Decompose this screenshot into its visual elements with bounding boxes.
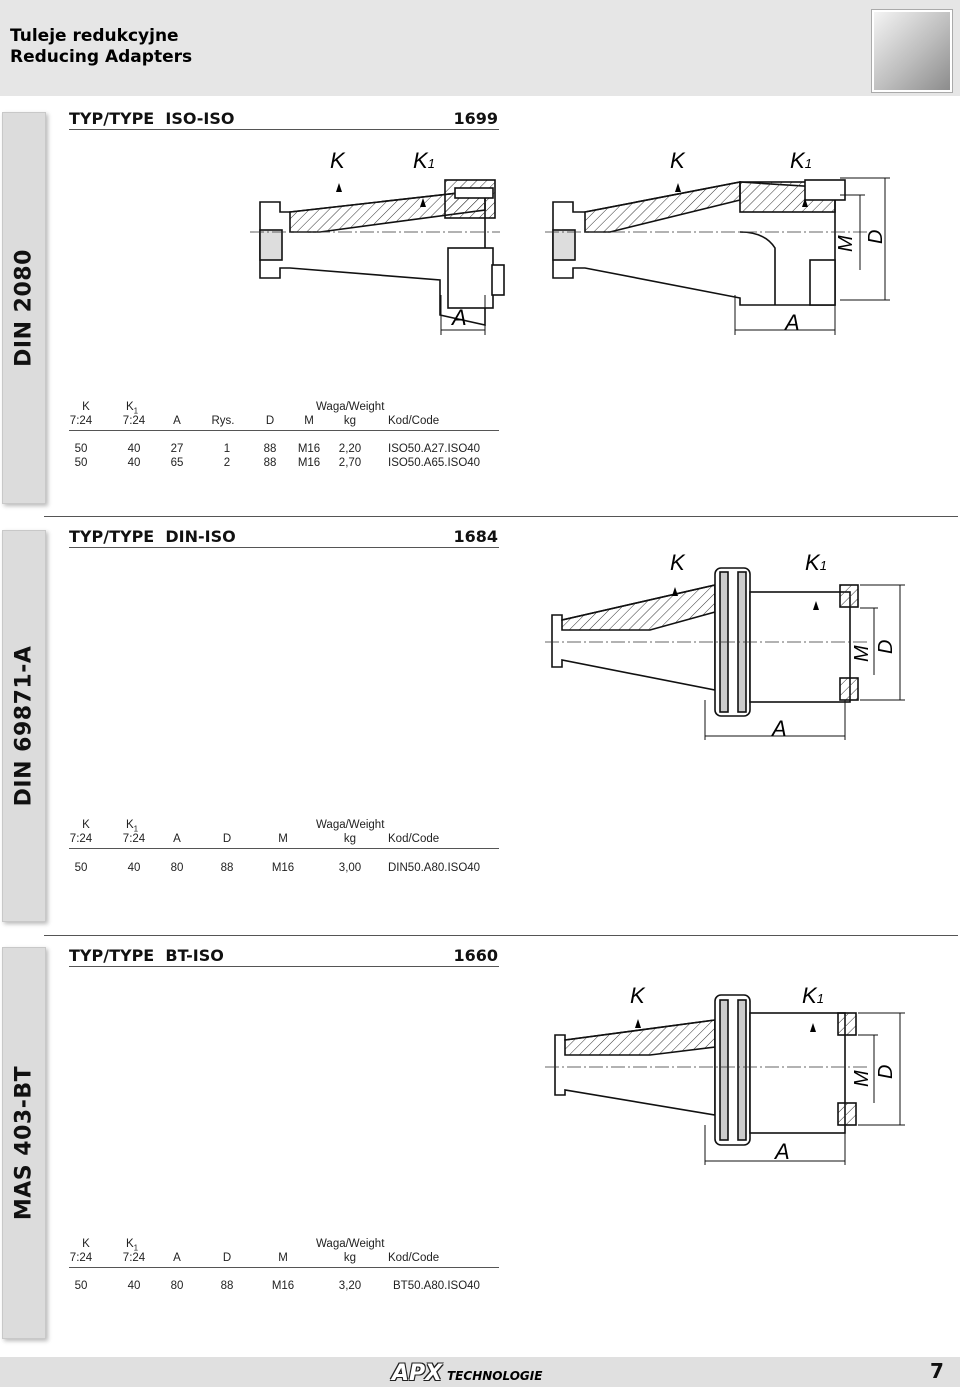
section-title: TYP/TYPE DIN-ISO <box>69 527 236 546</box>
label-m: M <box>851 1070 873 1087</box>
section-number: 1660 <box>453 946 498 965</box>
page-header <box>0 0 960 96</box>
col-d: D <box>265 415 275 427</box>
section-divider <box>44 935 958 936</box>
col-kg: kg <box>343 833 357 845</box>
section-title: TYP/TYPE ISO-ISO <box>69 109 235 128</box>
label-k1: K1 <box>805 550 827 575</box>
label-a: A <box>783 310 800 335</box>
sidebar-label: MAS 403-BT <box>11 1065 37 1221</box>
col-ratio: 7:24 <box>69 833 93 845</box>
col-code: Kod/Code <box>388 833 440 845</box>
label-k: K <box>670 550 686 575</box>
col-code: Kod/Code <box>388 415 440 427</box>
brand-logo: APX <box>392 1361 443 1386</box>
title-rule <box>69 966 499 967</box>
taper-marker <box>420 198 426 207</box>
label-a: A <box>770 716 787 741</box>
label-d: D <box>875 1065 897 1079</box>
section-number: 1684 <box>453 527 498 546</box>
col-m: M <box>278 833 288 845</box>
col-m: M <box>278 1252 288 1264</box>
col-ratio: 7:24 <box>122 833 146 845</box>
col-d: D <box>222 1252 232 1264</box>
label-k1: K1 <box>413 148 435 173</box>
section-number: 1699 <box>453 109 498 128</box>
col-k1: K1 <box>125 401 139 416</box>
label-k1: K1 <box>802 983 824 1008</box>
col-k: K <box>82 401 90 413</box>
title-rule <box>69 129 499 130</box>
label-m: M <box>851 645 873 662</box>
label-k1: K1 <box>790 148 812 173</box>
technical-drawing-bt-iso: K K1 A M D <box>545 983 905 1165</box>
col-k: K <box>82 1238 90 1250</box>
technical-drawing-din-iso: K K1 A M D <box>545 550 905 741</box>
col-kg: kg <box>343 1252 357 1264</box>
page-title-en: Reducing Adapters <box>10 47 193 67</box>
taper-marker <box>336 183 342 192</box>
label-a: A <box>450 305 467 330</box>
col-m: M <box>304 415 314 427</box>
label-a: A <box>773 1139 790 1164</box>
col-ratio: 7:24 <box>69 1252 93 1264</box>
label-k: K <box>330 148 346 173</box>
col-weight: Waga/Weight <box>316 1238 385 1250</box>
table-rule <box>69 1267 499 1268</box>
brand-logo-sub: TECHNOLOGIE <box>447 1369 543 1383</box>
page-number: 7 <box>930 1359 944 1383</box>
col-rys: Rys. <box>211 415 235 427</box>
section-divider <box>44 516 958 517</box>
col-ratio: 7:24 <box>69 415 93 427</box>
col-k: K <box>82 819 90 831</box>
col-kg: kg <box>343 415 357 427</box>
col-code: Kod/Code <box>388 1252 440 1264</box>
col-ratio: 7:24 <box>122 1252 146 1264</box>
label-d: D <box>875 640 897 654</box>
sidebar-din-69871: DIN 69871-A <box>2 530 46 922</box>
col-a: A <box>173 1252 181 1264</box>
label-k: K <box>630 983 646 1008</box>
sidebar-mas-403: MAS 403-BT <box>2 947 46 1339</box>
col-weight: Waga/Weight <box>316 819 385 831</box>
label-d: D <box>865 230 887 244</box>
col-weight: Waga/Weight <box>316 401 385 413</box>
label-k: K <box>670 148 686 173</box>
col-k1: K1 <box>125 819 139 834</box>
product-thumbnail <box>872 10 952 92</box>
page-title-pl: Tuleje redukcyjne <box>10 26 179 46</box>
col-a: A <box>173 833 181 845</box>
col-a: A <box>173 415 181 427</box>
sidebar-label: DIN 2080 <box>11 249 37 367</box>
sidebar-din-2080: DIN 2080 <box>2 112 46 504</box>
section-title: TYP/TYPE BT-ISO <box>69 946 224 965</box>
sidebar-label: DIN 69871-A <box>11 645 37 807</box>
col-d: D <box>222 833 232 845</box>
title-rule <box>69 547 499 548</box>
col-ratio: 7:24 <box>122 415 146 427</box>
label-m: M <box>835 235 857 252</box>
col-k1: K1 <box>125 1238 139 1253</box>
table-rule <box>69 430 499 431</box>
page-footer <box>0 1357 960 1387</box>
technical-drawing-iso-iso: K K1 A K K1 A M D <box>250 148 890 335</box>
table-rule <box>69 848 499 849</box>
